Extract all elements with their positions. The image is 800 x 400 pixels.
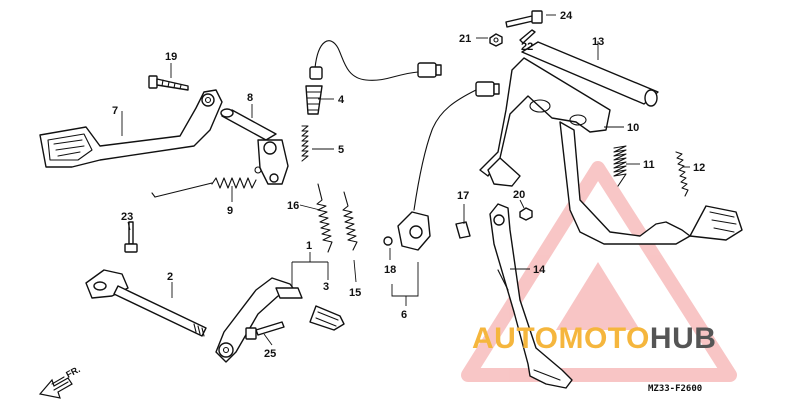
watermark-text: AUTOMOTOHUB (472, 322, 716, 355)
stand-switch-6 (383, 81, 500, 251)
brake-switch-4 (305, 40, 442, 115)
callout-20: 20 (513, 189, 525, 201)
callout-12: 12 (693, 162, 705, 174)
bolt-17 (455, 221, 471, 239)
callout-24: 24 (560, 10, 573, 22)
callout-9: 9 (227, 205, 233, 217)
bolt-24 (505, 10, 543, 28)
callout-8: 8 (247, 92, 253, 104)
callout-labels: 19 7 8 9 4 5 1 3 16 15 2 23 25 18 6 17 2… (112, 10, 705, 360)
watermark-part2: HUB (650, 322, 717, 355)
callout-22: 22 (521, 41, 533, 53)
spring-9 (151, 166, 262, 198)
callout-11: 11 (643, 159, 655, 171)
nut-21 (489, 33, 503, 47)
callout-23: 23 (121, 211, 133, 223)
spring-11 (613, 145, 627, 187)
callout-2: 2 (167, 271, 173, 283)
callout-18: 18 (384, 264, 396, 276)
callout-6: 6 (401, 309, 407, 321)
bolt-23 (124, 221, 138, 253)
callout-21: 21 (459, 33, 471, 45)
callout-13: 13 (592, 36, 604, 48)
callout-5: 5 (338, 144, 344, 156)
callout-1: 1 (306, 240, 312, 252)
shift-pedal (215, 277, 345, 363)
pivot-shaft-8 (220, 108, 289, 185)
bolt-19 (148, 75, 189, 91)
main-stand-13 (479, 41, 743, 245)
spring-5 (301, 125, 309, 162)
brake-pedal (39, 89, 223, 168)
bolt-25 (245, 321, 285, 340)
nut-20 (519, 207, 533, 221)
spring-12 (675, 151, 689, 197)
callout-15: 15 (349, 287, 361, 299)
spring-15 (342, 191, 358, 251)
callout-7: 7 (112, 105, 118, 117)
fr-label: FR. (64, 364, 81, 380)
callout-3: 3 (323, 281, 329, 293)
callout-16: 16 (287, 200, 299, 212)
diagram-code: MZ33-F2600 (648, 384, 702, 394)
watermark-triangle (461, 161, 737, 382)
spring-16 (316, 183, 333, 253)
side-stand-14 (489, 203, 573, 389)
shift-arm-2 (85, 269, 207, 337)
callout-17: 17 (457, 190, 469, 202)
watermark-part1: AUTOMOTO (472, 322, 650, 355)
callout-19: 19 (165, 51, 177, 63)
front-direction-arrow: FR. (38, 364, 82, 399)
leader-lines (121, 14, 690, 346)
callout-14: 14 (533, 264, 546, 276)
callout-25: 25 (264, 348, 276, 360)
pin-22 (519, 29, 536, 44)
callout-4: 4 (338, 94, 345, 106)
callout-10: 10 (627, 122, 639, 134)
